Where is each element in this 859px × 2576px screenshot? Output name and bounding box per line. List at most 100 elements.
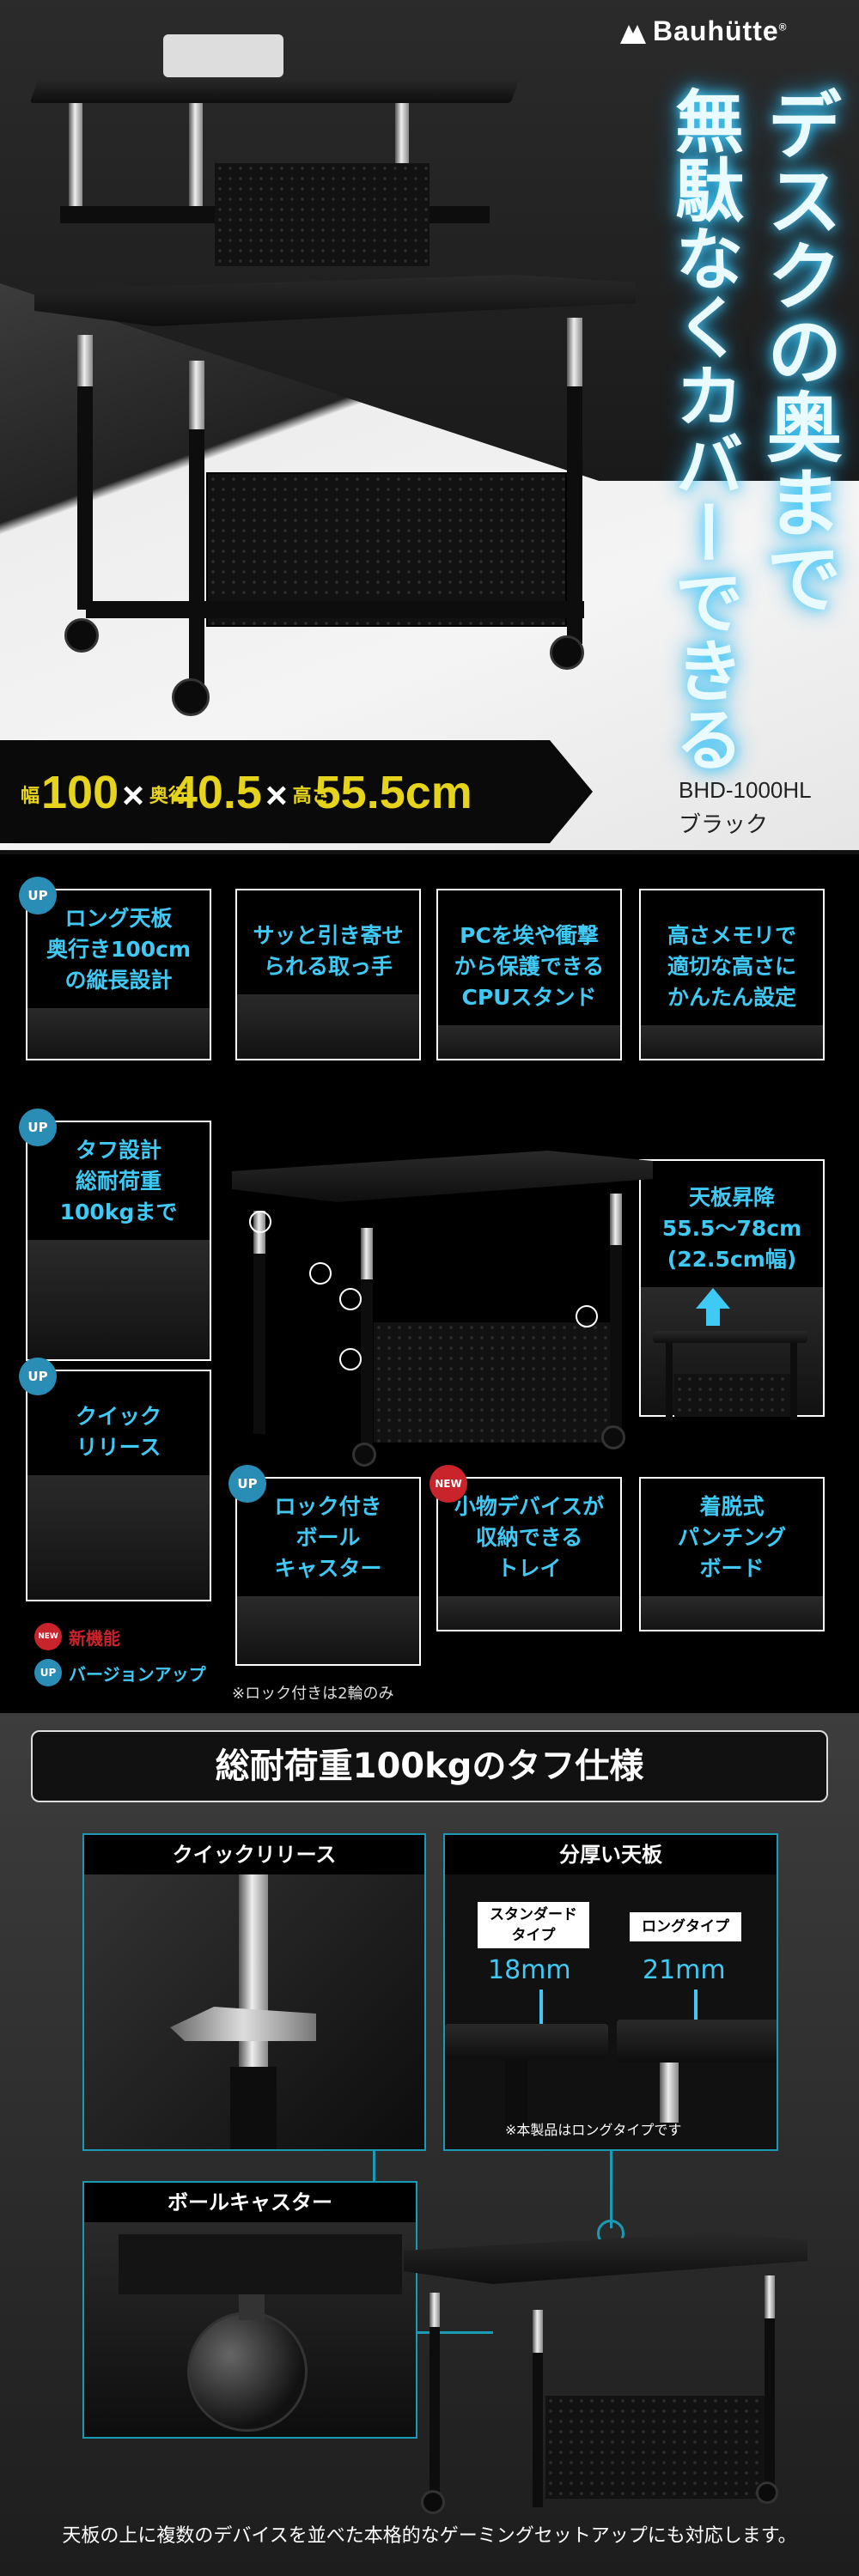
feature-card: タフ設計総耐荷重 100kgまで [26, 1121, 211, 1361]
panel-quick-release: クイックリリース [82, 1833, 426, 2151]
long-type-note: ※本製品はロングタイプです [505, 2122, 682, 2138]
headline-col1: デスクの奥まで [754, 86, 843, 615]
legend-new-text: 新機能 [69, 1627, 120, 1649]
feature-card-photo [237, 1596, 419, 1664]
feature-card-line: キャスター [274, 1556, 382, 1581]
spec-depth-value: 40.5 [171, 767, 262, 818]
lift-arrow-icon [696, 1288, 730, 1309]
feature-desk-illustration [232, 1133, 661, 1468]
panel-ball-caster: ボールキャスター [82, 2181, 417, 2439]
feature-card-line: 収納できる [475, 1525, 583, 1550]
feature-card: クイックリリース [26, 1370, 211, 1601]
feature-card-line: タフ設計 [75, 1138, 161, 1163]
feature-card-photo [641, 1025, 823, 1059]
feature-card-line: かんたん設定 [667, 985, 796, 1010]
feature-card-line: クイック [75, 1404, 161, 1429]
brand-registered: ® [778, 21, 788, 33]
feature-card-text: PCを埃や衝撃から保護できる CPUスタンド [438, 920, 620, 1013]
feature-card-photo [27, 1240, 210, 1359]
feature-card-text: 小物デバイスが収納できるトレイ [438, 1492, 620, 1584]
feature-card: 着脱式パンチングボード [639, 1477, 825, 1631]
spec-unit: cm [405, 767, 472, 818]
feature-card-photo [438, 1025, 620, 1059]
feature-card: 小物デバイスが収納できるトレイ [436, 1477, 622, 1631]
feature-card-text: クイックリリース [27, 1401, 210, 1463]
feature-card-text: 着脱式パンチングボード [641, 1492, 823, 1584]
feature-card-text: タフ設計総耐荷重 100kgまで [27, 1135, 210, 1228]
spec-depth-label: 奥行 [149, 784, 187, 806]
feature-card-line: パンチング [677, 1525, 787, 1550]
long-type-label: ロングタイプ [630, 1912, 741, 1941]
feature-card-line: 55.5〜78cm [661, 1216, 802, 1241]
connector-line-3 [610, 2151, 612, 2228]
spec-times-2: × [265, 775, 288, 817]
feature-card: サッと引き寄せられる取っ手 [235, 889, 421, 1060]
feature-card-line: 総耐荷重 [75, 1169, 161, 1194]
spec-bar [0, 740, 593, 843]
feature-card-line: トレイ [497, 1556, 562, 1581]
up-badge-icon: UP [34, 1659, 62, 1686]
standard-type-label: スタンダード タイプ [478, 1902, 589, 1948]
feature-card-line: 着脱式 [699, 1494, 765, 1519]
feature-card-line: PCを埃や衝撃 [460, 923, 599, 948]
callout-memory-dot [309, 1262, 332, 1285]
brand-mark-icon [620, 24, 646, 44]
feature-card-text: ロック付きボールキャスター [237, 1492, 419, 1584]
callout-board-dot [339, 1348, 362, 1370]
brand-name: Bauhütte [653, 15, 779, 46]
feature-card-line: ロック付き [274, 1494, 382, 1519]
feature-card-line: リリース [76, 1435, 161, 1460]
feature-card-line: の縦長設計 [64, 968, 173, 993]
spec-height-value: 55.5 [314, 767, 405, 818]
feature-card-line: られる取っ手 [263, 954, 393, 979]
feature-card-photo [641, 1596, 823, 1630]
lift-illustration [653, 1288, 816, 1425]
up-badge-icon: UP [19, 1358, 57, 1395]
feature-card-line: 奥行き100cm [46, 937, 192, 962]
feature-card-line: 高さメモリで [667, 923, 796, 948]
footer-caption: 天板の上に複数のデバイスを並べた本格的なゲーミングセットアップにも対応します。 [62, 2525, 797, 2547]
standard-thickness: 18mm [488, 1955, 571, 1985]
feature-card-line: ボール [295, 1525, 361, 1550]
feature-card-photo [27, 1008, 210, 1059]
legend-up: UP バージョンアップ [34, 1659, 206, 1686]
caster-note: ※ロック付きは2輪のみ [232, 1685, 394, 1703]
feature-card-line: CPUスタンド [461, 985, 597, 1010]
model-color: ブラック [679, 811, 769, 837]
callout-tray-dot [339, 1288, 362, 1310]
legend-new: NEW 新機能 [34, 1623, 120, 1650]
spec-width-value: 100 [41, 767, 119, 818]
model-info: BHD-1000HL ブラック [679, 773, 812, 841]
feature-card-line: (22.5cm幅) [667, 1247, 797, 1272]
panel-caster-title: ボールキャスター [84, 2183, 416, 2222]
hero-section: Bauhütte® デスクの奥まで 無駄なくカバーできる [0, 0, 859, 850]
bottom-desk-illustration [404, 2233, 816, 2516]
main-desk-illustration [34, 258, 636, 738]
legend-up-text: バージョンアップ [69, 1663, 206, 1685]
feature-card-photo [27, 1475, 210, 1600]
feature-card-photo [438, 1596, 620, 1630]
spec-height-label: 高さ [292, 784, 331, 806]
feature-card-text: 高さメモリで適切な高さにかんたん設定 [641, 920, 823, 1013]
feature-card-photo [237, 994, 419, 1059]
new-badge-icon: NEW [34, 1623, 62, 1650]
model-code: BHD-1000HL [679, 777, 812, 803]
panel-quick-title: クイックリリース [84, 1835, 424, 1874]
headline-col2: 無駄なくカバーできる [664, 86, 744, 773]
panel-thick-title: 分厚い天板 [445, 1835, 777, 1874]
long-thickness: 21mm [643, 1955, 726, 1985]
feature-card-line: 100kgまで [59, 1200, 178, 1224]
feature-card-line: ロング天板 [64, 906, 173, 931]
feature-card: 高さメモリで適切な高さにかんたん設定 [639, 889, 825, 1060]
feature-card-text: サッと引き寄せられる取っ手 [237, 920, 419, 982]
feature-card-line: ボード [699, 1556, 765, 1581]
up-badge-icon: UP [19, 877, 57, 914]
feature-card-line: サッと引き寄せ [253, 923, 404, 948]
panel-thick-top: 分厚い天板 スタンダード タイプ 18mm ロングタイプ 21mm ※本製品はロ… [443, 1833, 778, 2151]
callout-handle-dot [249, 1211, 271, 1233]
up-badge-icon: UP [19, 1109, 57, 1146]
feature-card-line: 小物デバイスが [454, 1494, 605, 1519]
feature-card-line: から保護できる [454, 954, 605, 979]
feature-card: ロング天板奥行き100cm の縦長設計 [26, 889, 211, 1060]
